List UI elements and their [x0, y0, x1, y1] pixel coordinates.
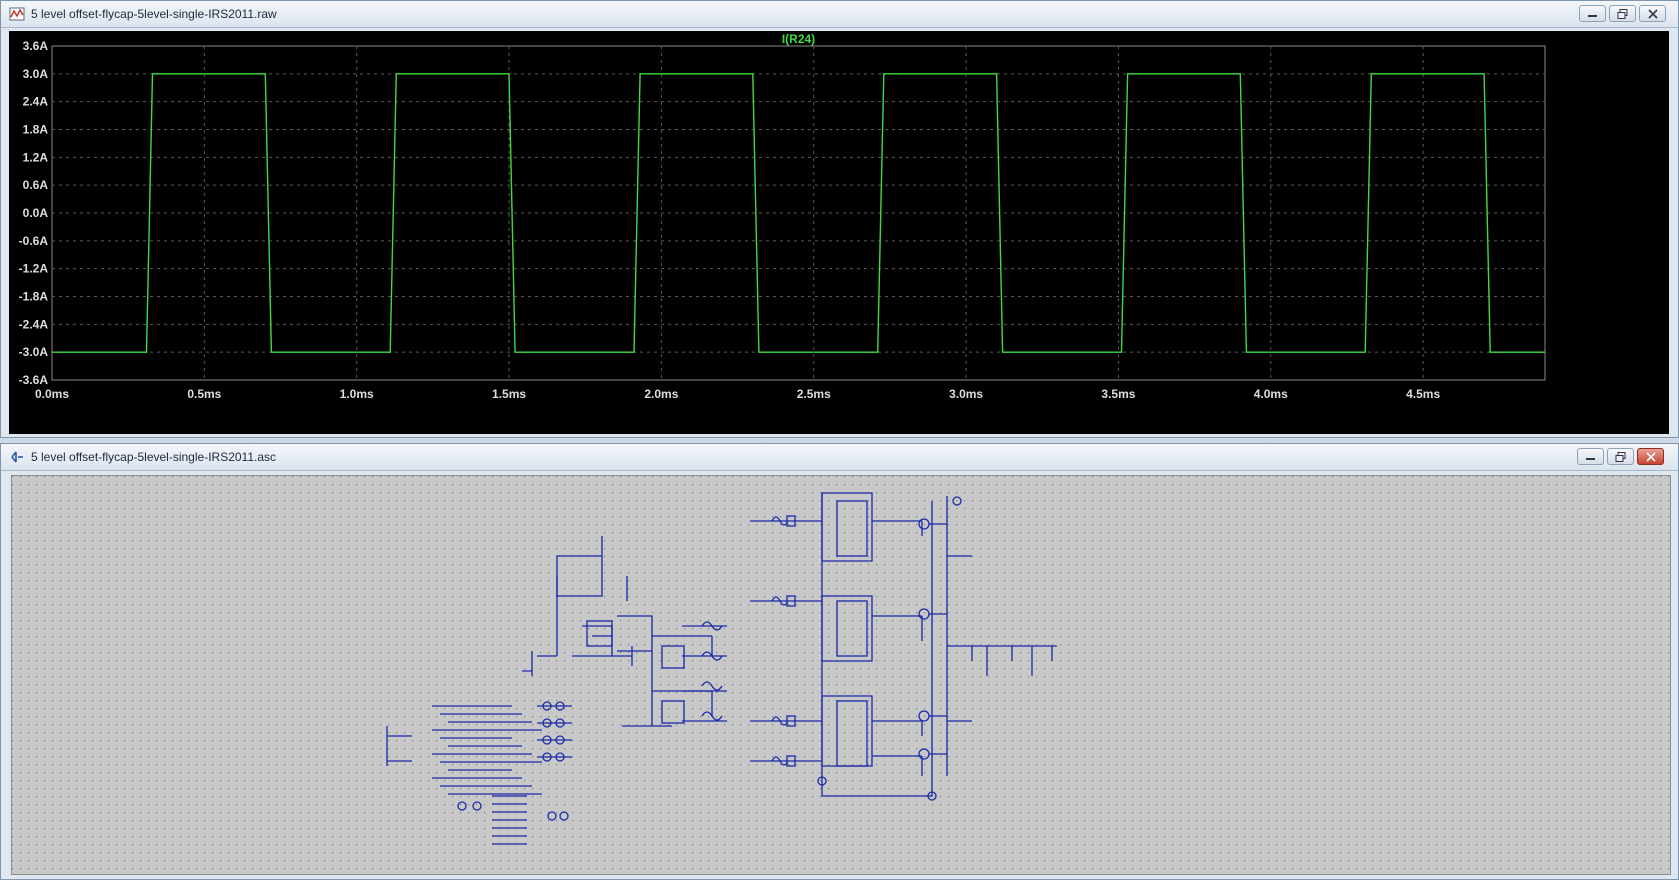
minimize-button[interactable]: [1579, 5, 1606, 22]
waveform-window: 5 level offset-flycap-5level-single-IRS2…: [0, 0, 1679, 438]
close-button[interactable]: [1639, 5, 1666, 22]
schematic-wires: [386, 492, 1057, 845]
waveform-app-icon: [9, 7, 25, 21]
x-tick-label: 0.0ms: [35, 387, 69, 401]
waveform-window-title: 5 level offset-flycap-5level-single-IRS2…: [31, 7, 277, 21]
y-tick-label: 3.0A: [23, 67, 49, 81]
y-tick-label: 1.2A: [23, 150, 49, 164]
schematic-titlebar[interactable]: 5 level offset-flycap-5level-single-IRS2…: [1, 444, 1678, 471]
schematic-app-icon: [11, 451, 23, 463]
y-tick-label: -1.8A: [19, 290, 49, 304]
x-tick-label: 1.0ms: [340, 387, 374, 401]
x-tick-label: 3.5ms: [1101, 387, 1135, 401]
schematic-minimize-button[interactable]: [1577, 448, 1604, 465]
restore-button[interactable]: [1609, 5, 1636, 22]
waveform-titlebar[interactable]: 5 level offset-flycap-5level-single-IRS2…: [1, 1, 1678, 28]
y-tick-label: 0.6A: [23, 178, 49, 192]
plot-pane[interactable]: 3.6A 3.0A 2.4A 1.8A 1.2A 0.6A 0.0A -0.6A -1.2A -1…: [9, 31, 1669, 434]
y-tick-label: -1.2A: [19, 262, 49, 276]
y-tick-label: 2.4A: [23, 95, 49, 109]
schematic-restore-button[interactable]: [1607, 448, 1634, 465]
y-tick-label: 1.8A: [23, 123, 49, 137]
grid-dots: [12, 476, 1670, 874]
schematic-canvas[interactable]: [11, 475, 1671, 875]
y-tick-label: -2.4A: [19, 317, 49, 331]
schematic-drawing[interactable]: [12, 476, 1670, 874]
schematic-window-title: 5 level offset-flycap-5level-single-IRS2…: [31, 450, 277, 464]
x-tick-label: 2.0ms: [644, 387, 678, 401]
y-tick-label: 0.0A: [23, 206, 49, 220]
x-tick-label: 1.5ms: [492, 387, 526, 401]
x-tick-label: 2.5ms: [797, 387, 831, 401]
x-tick-label: 4.0ms: [1254, 387, 1288, 401]
trace-label: I(R24): [782, 32, 815, 46]
y-tick-label: -0.6A: [19, 234, 49, 248]
y-tick-label: -3.0A: [19, 345, 49, 359]
y-tick-label: 3.6A: [23, 39, 49, 53]
waveform-plot[interactable]: 3.6A 3.0A 2.4A 1.8A 1.2A 0.6A 0.0A -0.6A -1.2A -1…: [9, 31, 1669, 434]
schematic-close-button[interactable]: [1637, 448, 1664, 465]
trace-i-r24: [52, 73, 1545, 353]
x-tick-label: 3.0ms: [949, 387, 983, 401]
x-tick-label: 0.5ms: [187, 387, 221, 401]
x-tick-label: 4.5ms: [1406, 387, 1440, 401]
schematic-window: 5 level offset-flycap-5level-single-IRS2…: [0, 443, 1679, 880]
y-tick-label: -3.6A: [19, 373, 49, 387]
